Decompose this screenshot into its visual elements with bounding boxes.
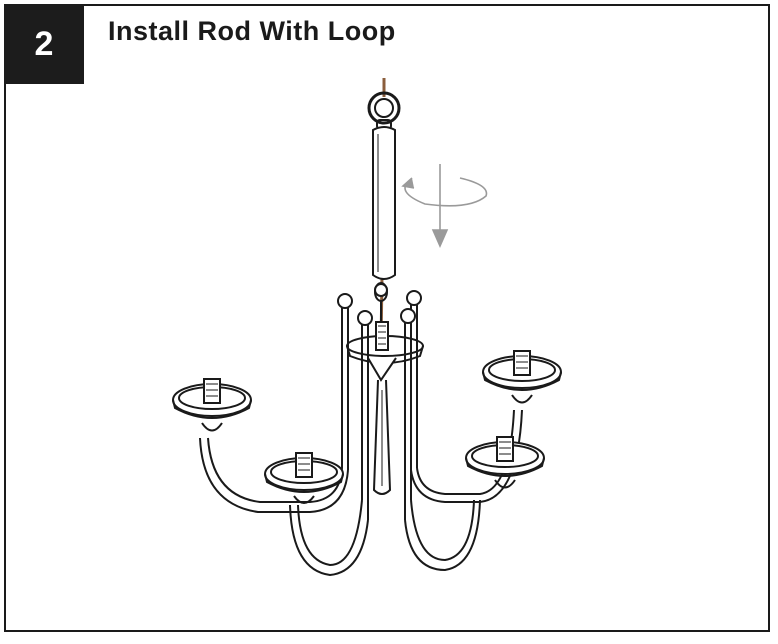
arm-left-inner bbox=[289, 499, 369, 577]
step-title: Install Rod With Loop bbox=[108, 16, 396, 46]
loop-icon bbox=[367, 91, 401, 130]
candle-cup-left-middle bbox=[264, 452, 344, 504]
rotate-arrow-icon bbox=[401, 177, 488, 207]
step-number: 2 bbox=[34, 24, 54, 63]
arm-right-inner bbox=[404, 499, 481, 572]
step-number-box: 2 bbox=[4, 4, 84, 84]
rod-tube bbox=[372, 126, 396, 280]
instruction-frame bbox=[4, 4, 770, 632]
finial-posts bbox=[337, 283, 422, 520]
candle-cup-right-middle bbox=[465, 436, 545, 489]
down-arrow-icon bbox=[431, 164, 449, 248]
candle-cup-left bbox=[172, 378, 252, 432]
candle-cup-right bbox=[482, 350, 562, 404]
arm-left-outer bbox=[199, 437, 349, 513]
